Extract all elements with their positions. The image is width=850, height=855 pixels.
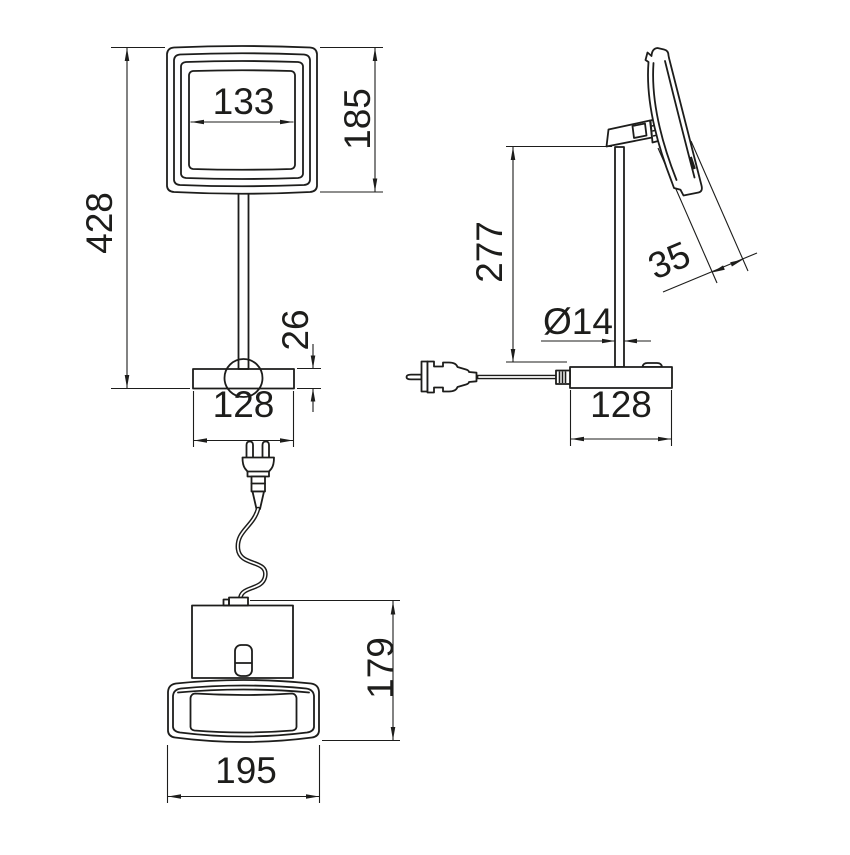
view-top: 179 195 <box>166 596 401 803</box>
column-section-top <box>234 644 253 677</box>
dim-pole-diameter: Ø14 <box>541 301 651 344</box>
plug-strain-relief <box>251 490 265 510</box>
power-cord-front-core <box>237 508 267 598</box>
dim-label: 428 <box>79 192 120 254</box>
power-plug-side <box>405 360 478 394</box>
arrowhead-top <box>390 601 396 615</box>
mirror-glass-front <box>188 69 296 171</box>
view-front: 133 428 185 26 <box>79 45 383 600</box>
arrowhead-bottom <box>390 727 396 740</box>
mirror-head-top-mid <box>172 684 315 738</box>
arrowhead-top <box>372 48 378 61</box>
arrowhead-bottom <box>510 349 516 362</box>
base-hub-circle <box>223 358 264 398</box>
dim-label: 185 <box>337 88 378 150</box>
dim-label: 195 <box>215 750 277 791</box>
arrowhead-right <box>658 436 671 442</box>
arrowhead-bottom <box>310 388 316 402</box>
mirror-head-side-front-line <box>652 62 678 181</box>
ext-line-back <box>690 140 749 272</box>
arrowhead-right <box>306 794 319 799</box>
plug-body-side <box>426 360 478 394</box>
dim-label: 277 <box>469 221 510 283</box>
stand-column-side <box>614 146 625 368</box>
hinge-pivot <box>631 122 648 139</box>
dim-mirror-width: 133 <box>190 81 294 125</box>
base-plate-top <box>191 604 294 679</box>
plug-body-front <box>241 456 275 478</box>
dim-base-depth: 128 <box>569 384 673 446</box>
power-plug-front <box>241 440 275 510</box>
dim-line <box>662 252 758 293</box>
dim-base-thickness: 26 <box>275 309 321 412</box>
dim-head-height: 185 <box>320 46 383 193</box>
arrowhead-right <box>280 438 293 443</box>
arrowhead-left <box>194 438 207 443</box>
dim-label: Ø14 <box>543 301 613 342</box>
arrowhead-left <box>168 794 181 799</box>
dim-label: 26 <box>275 309 316 350</box>
arrowhead-left <box>712 265 725 273</box>
dim-head-width: 195 <box>166 745 321 803</box>
dim-overall-depth: 179 <box>250 599 401 742</box>
plug-prong-left <box>245 440 254 459</box>
soft-button <box>641 362 663 368</box>
arrowhead-left <box>602 338 615 344</box>
plug-prong-side <box>405 373 423 381</box>
mirror-frame-inner <box>180 60 304 180</box>
mirror-back-catch <box>689 156 696 170</box>
dim-label: 128 <box>213 384 275 425</box>
arrowhead-top <box>510 147 516 160</box>
mirror-head-top-opening <box>189 692 298 734</box>
mirror-head-side-back-line <box>664 60 696 179</box>
dim-label: 35 <box>642 234 696 288</box>
dim-label: 128 <box>590 384 652 425</box>
arrowhead-right <box>730 259 743 267</box>
view-side: 277 Ø14 35 128 <box>405 47 758 446</box>
dim-label: 179 <box>360 637 401 699</box>
mirror-head-top-lip <box>177 688 310 694</box>
mirror-head-top-outer <box>167 679 320 743</box>
arrowhead-right <box>624 338 637 344</box>
mirror-frame-mid <box>173 52 311 188</box>
mirror-frame-outer <box>166 45 318 195</box>
arrowhead-top <box>310 355 316 369</box>
plug-prong-right <box>261 440 270 459</box>
stand-column-front <box>237 192 250 370</box>
base-plate-front <box>192 368 295 390</box>
dim-base-width: 128 <box>192 384 295 447</box>
arrowhead-right <box>280 119 293 125</box>
dim-total-height: 428 <box>79 46 190 390</box>
dim-label: 133 <box>213 81 275 122</box>
arrowhead-bottom <box>372 178 378 192</box>
dim-column-height: 277 <box>469 145 612 363</box>
arrowhead-left <box>191 119 204 125</box>
arrowhead-top <box>124 48 130 61</box>
arrowhead-left <box>571 436 584 442</box>
mirror-head-side <box>644 47 703 197</box>
cord-connector-top <box>228 596 249 607</box>
arrowhead-bottom <box>124 375 130 388</box>
